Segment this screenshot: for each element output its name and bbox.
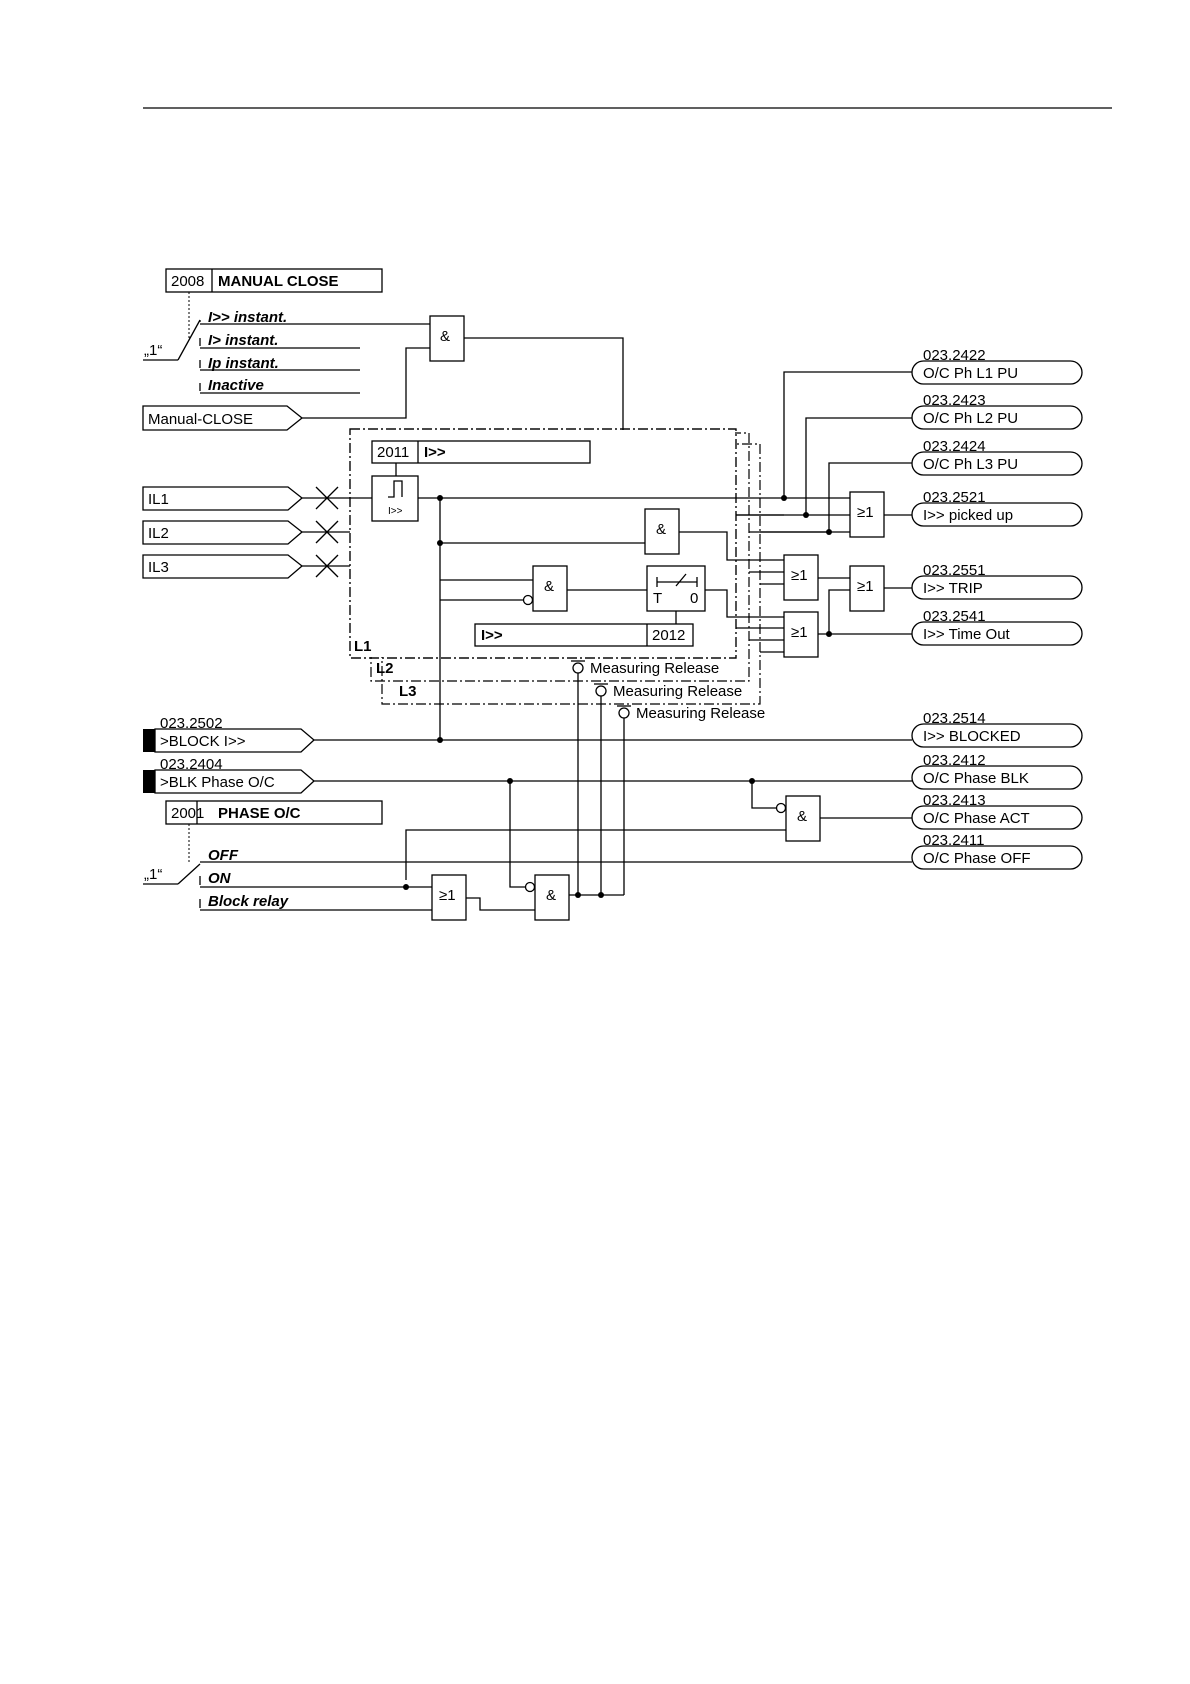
- svg-text:&: &: [544, 578, 554, 595]
- svg-text:O/C Ph L1 PU: O/C Ph L1 PU: [923, 365, 1018, 382]
- output-l2-pu: 023.2423 O/C Ph L2 PU: [911, 392, 1083, 430]
- svg-text:I>>: I>>: [388, 506, 403, 517]
- manual-close-option-3: Ip instant.: [208, 355, 279, 372]
- block-input-1-label: >BLOCK I>>: [160, 733, 246, 750]
- svg-text:I>> BLOCKED: I>> BLOCKED: [923, 728, 1021, 745]
- input-il3-label: IL3: [148, 559, 169, 576]
- output-phase-blk: 023.2412 O/C Phase BLK: [911, 752, 1083, 790]
- svg-text:≥1: ≥1: [857, 578, 874, 595]
- block-input-1-id: 023.2502: [160, 715, 223, 732]
- manual-close-input: [142, 405, 304, 431]
- and-gate-pickup-block: [532, 565, 568, 612]
- manual-close-switch-label: „1“: [144, 342, 162, 359]
- manual-close-input-label: Manual-CLOSE: [148, 411, 253, 428]
- threshold-param-no: 2011: [377, 444, 409, 461]
- negation-circle: [522, 594, 534, 606]
- timer-0-label: 0: [690, 590, 698, 607]
- input-il1: [142, 486, 304, 511]
- phase-oc-switch-label: „1“: [144, 866, 162, 883]
- threshold-param-box: [371, 440, 591, 464]
- timer-t-label: T: [653, 590, 662, 607]
- delay-param-name: I>>: [481, 627, 503, 644]
- svg-text:I>> TRIP: I>> TRIP: [923, 580, 983, 597]
- delay-param-box: [474, 623, 694, 647]
- output-blocked: 023.2514 I>> BLOCKED: [911, 710, 1083, 748]
- input-il2: [142, 520, 304, 545]
- or-gate-picked-up: [849, 491, 885, 538]
- delay-param-no: 2012: [652, 627, 685, 644]
- phase-l3-label: L3: [399, 683, 417, 700]
- svg-text:O/C Ph L3 PU: O/C Ph L3 PU: [923, 456, 1018, 473]
- block-phase-input: [154, 769, 315, 794]
- output-l1-pu: 023.2422 O/C Ph L1 PU: [911, 347, 1083, 385]
- or-gate-timeout-combine: [783, 611, 819, 658]
- svg-text:O/C Phase OFF: O/C Phase OFF: [923, 850, 1031, 867]
- svg-text:&: &: [797, 808, 807, 825]
- and-gate-release: [534, 874, 570, 921]
- svg-text:≥1: ≥1: [857, 504, 874, 521]
- svg-text:O/C Phase ACT: O/C Phase ACT: [923, 810, 1030, 827]
- svg-text:O/C Phase BLK: O/C Phase BLK: [923, 770, 1029, 787]
- measuring-release-l1: Measuring Release: [590, 660, 719, 677]
- svg-text:023.2412: 023.2412: [923, 752, 986, 769]
- output-trip: 023.2551 I>> TRIP: [911, 562, 1083, 600]
- svg-text:I>> picked up: I>> picked up: [923, 507, 1013, 524]
- svg-text:023.2422: 023.2422: [923, 347, 986, 364]
- svg-text:&: &: [440, 328, 450, 345]
- svg-text:≥1: ≥1: [791, 624, 808, 641]
- block-i-input: [154, 728, 315, 753]
- output-time-out: 023.2541 I>> Time Out: [911, 608, 1083, 646]
- output-phase-off: 023.2411 O/C Phase OFF: [911, 832, 1083, 870]
- phase-oc-option-1: OFF: [208, 847, 239, 864]
- phase-oc-option-3: Block relay: [208, 893, 289, 910]
- or-gate-trip-combine: [783, 554, 819, 601]
- input-il1-label: IL1: [148, 491, 169, 508]
- manual-close-option-1: I>> instant.: [208, 309, 287, 326]
- phase-l2-label: L2: [376, 660, 394, 677]
- phase-oc-param-no: 2001: [171, 805, 204, 822]
- svg-text:023.2541: 023.2541: [923, 608, 986, 625]
- threshold-icon: [388, 480, 403, 498]
- timer-element: [646, 565, 706, 612]
- svg-text:023.2514: 023.2514: [923, 710, 986, 727]
- manual-close-param-box: [165, 268, 383, 293]
- block-input-2-id: 023.2404: [160, 756, 223, 773]
- phase-l1-label: L1: [354, 638, 372, 655]
- input-il2-label: IL2: [148, 525, 169, 542]
- svg-text:I>> Time Out: I>> Time Out: [923, 626, 1011, 643]
- svg-text:023.2413: 023.2413: [923, 792, 986, 809]
- manual-close-option-2: I> instant.: [208, 332, 278, 349]
- svg-text:≥1: ≥1: [791, 567, 808, 584]
- phase-oc-param-name: PHASE O/C: [218, 805, 301, 822]
- svg-text:023.2551: 023.2551: [923, 562, 986, 579]
- input-il3: [142, 554, 304, 579]
- svg-text:023.2423: 023.2423: [923, 392, 986, 409]
- svg-text:023.2411: 023.2411: [923, 832, 984, 849]
- output-l3-pu: 023.2424 O/C Ph L3 PU: [911, 438, 1083, 476]
- output-phase-act: 023.2413 O/C Phase ACT: [911, 792, 1083, 830]
- manual-close-param-no: 2008: [171, 273, 204, 290]
- svg-text:023.2424: 023.2424: [923, 438, 986, 455]
- threshold-param-name: I>>: [424, 444, 446, 461]
- manual-close-option-4: Inactive: [208, 377, 264, 394]
- block-input-2-label: >BLK Phase O/C: [160, 774, 275, 791]
- svg-text:&: &: [656, 521, 666, 538]
- phase-oc-param-box: [165, 800, 383, 825]
- svg-text:O/C Ph L2 PU: O/C Ph L2 PU: [923, 410, 1018, 427]
- svg-text:&: &: [546, 887, 556, 904]
- svg-text:≥1: ≥1: [439, 887, 456, 904]
- output-picked-up: 023.2521 I>> picked up: [911, 489, 1083, 527]
- phase-oc-option-2: ON: [208, 870, 232, 887]
- measuring-release-l2: Measuring Release: [613, 683, 742, 700]
- cross-marks: [315, 486, 339, 578]
- svg-text:023.2521: 023.2521: [923, 489, 986, 506]
- measuring-release-l3: Measuring Release: [636, 705, 765, 722]
- manual-close-param-name: MANUAL CLOSE: [218, 273, 339, 290]
